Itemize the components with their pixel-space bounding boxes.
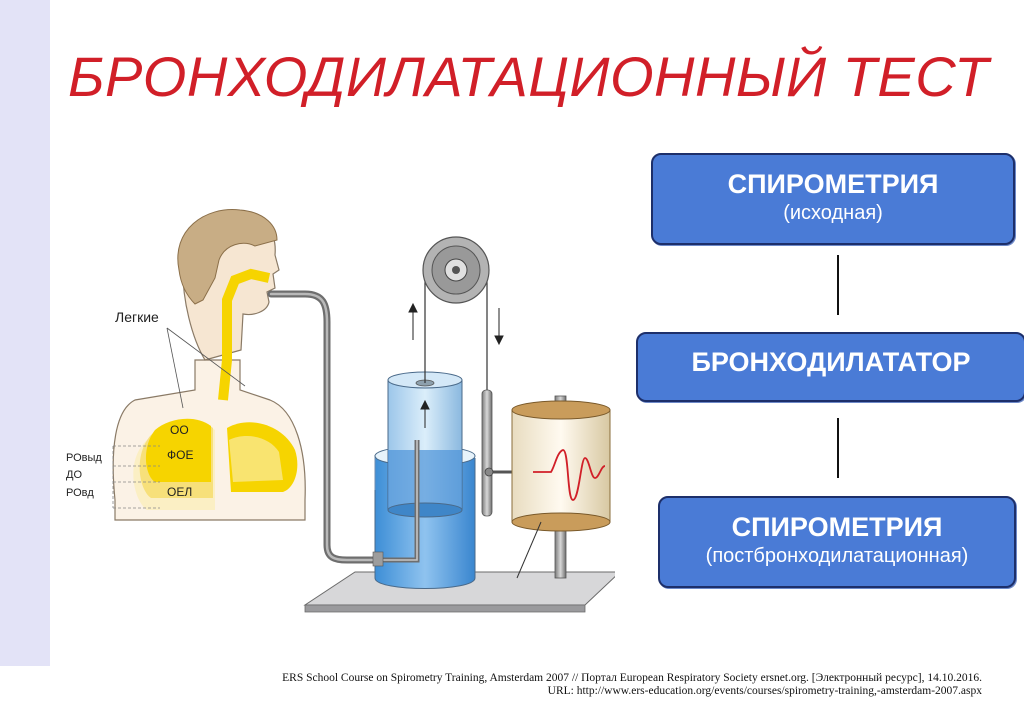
motion-arrows: [408, 302, 504, 428]
bronchodilator-box: БРОНХОДИЛАТАТОР: [636, 332, 1024, 402]
citation-line-2: URL: http://www.ers-education.org/events…: [547, 685, 982, 697]
lungs-label: Легкие: [115, 309, 159, 325]
volume-brackets: [112, 445, 160, 509]
spirometer-bell: [387, 371, 463, 518]
counterweight: [481, 389, 493, 517]
slide-title: БРОНХОДИЛАТАЦИОННЫЙ ТЕСТ: [68, 45, 990, 108]
volume-label-frc: ФОЕ: [167, 448, 193, 462]
side-label-tv: ДО: [66, 469, 82, 481]
flow-connector-2: [837, 418, 839, 478]
side-label-erv: РОвыд: [66, 452, 102, 464]
spirometer-illustration: Легкие ОО ФОЕ ОЕЛ РОвыд ДО РОвд: [66, 209, 615, 613]
side-band: [0, 0, 50, 666]
side-label-irv: РОвд: [66, 487, 94, 499]
pulley-icon: [422, 236, 490, 500]
spirometry-post-label: СПИРОМЕТРИЯ: [731, 512, 943, 542]
citation-line-1: ERS School Course on Spirometry Training…: [282, 672, 982, 684]
spirometry-baseline-box: СПИРОМЕТРИЯ (исходная): [651, 153, 1015, 245]
airway: [218, 268, 271, 401]
lungs-icon: [133, 418, 298, 510]
spirometry-baseline-label: СПИРОМЕТРИЯ: [727, 169, 939, 199]
volume-label-tlc: ОЕЛ: [167, 485, 192, 499]
flow-connector-1: [837, 255, 839, 315]
bronchodilator-label: БРОНХОДИЛАТАТОР: [691, 347, 971, 377]
spirometry-post-box: СПИРОМЕТРИЯ (постбронходилатационная): [658, 496, 1016, 588]
source-citation: ERS School Course on Spirometry Training…: [282, 672, 982, 698]
spirogram-trace: [533, 449, 606, 501]
spirometry-baseline-sublabel: (исходная): [783, 202, 883, 224]
spirometry-post-sublabel: (постбронходилатационная): [705, 545, 969, 567]
kymograph-drum: [511, 395, 611, 579]
volume-label-rv: ОО: [170, 423, 189, 437]
